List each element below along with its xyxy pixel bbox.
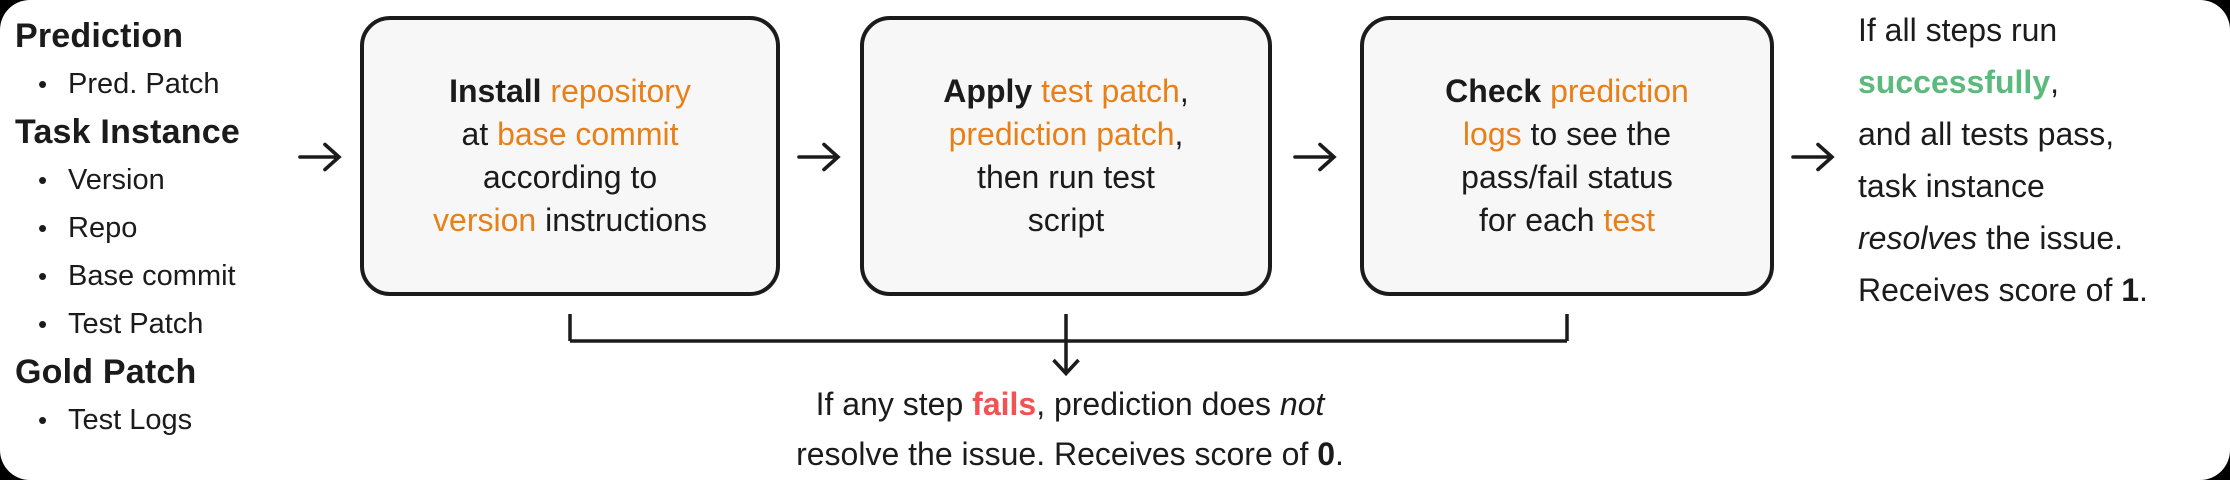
legend-heading-prediction: Prediction xyxy=(15,17,184,55)
legend-item-label: Pred. Patch xyxy=(68,68,220,100)
legend-heading-task-instance: Task Instance xyxy=(15,113,240,151)
note-text-emphasis: not xyxy=(1279,386,1325,422)
note-text: the issue. xyxy=(1977,220,2124,256)
success-note-line: and all tests pass, xyxy=(1858,108,2148,160)
step-box-apply: Apply test patch, prediction patch, then… xyxy=(860,16,1272,296)
bullet-icon: • xyxy=(38,309,48,339)
step-text-highlight: version xyxy=(433,202,537,238)
step-text-line: pass/fail status xyxy=(1461,156,1673,199)
legend-item-label: Repo xyxy=(68,212,138,244)
step-text-highlight: prediction patch xyxy=(948,116,1175,152)
legend-item-repo: • Repo xyxy=(15,204,240,252)
success-note-line: successfully, xyxy=(1858,56,2148,108)
bullet-icon: • xyxy=(38,213,48,243)
legend-item-pred-patch: • Pred. Patch xyxy=(15,60,240,108)
step-text-line: Apply test patch, xyxy=(943,70,1188,113)
note-text-emphasis: resolves xyxy=(1858,220,1978,256)
step-text-line: Install repository xyxy=(449,70,691,113)
note-text: , prediction does xyxy=(1036,386,1280,422)
legend-item-label: Test Logs xyxy=(68,404,193,436)
step-box-check: Check prediction logs to see the pass/fa… xyxy=(1360,16,1774,296)
step-text: to see the xyxy=(1521,116,1672,152)
arrow-right-icon xyxy=(1293,138,1339,176)
success-note: If all steps run successfully, and all t… xyxy=(1858,4,2148,316)
step-text-line: prediction patch, xyxy=(949,113,1184,156)
note-text: If all steps run xyxy=(1858,12,2058,48)
note-text: . xyxy=(2139,272,2148,308)
step-text-line: version instructions xyxy=(433,199,707,242)
step-text-highlight: prediction xyxy=(1550,73,1689,109)
step-text-line: script xyxy=(1028,199,1104,242)
arrow-right-icon xyxy=(797,138,843,176)
bullet-icon: • xyxy=(38,261,48,291)
fail-note-line: resolve the issue. Receives score of 0. xyxy=(570,429,1570,479)
step-text-line: for each test xyxy=(1479,199,1655,242)
step-text-line: logs to see the xyxy=(1463,113,1671,156)
note-text-score: 0 xyxy=(1317,436,1336,472)
note-text: resolve the issue. Receives score of xyxy=(796,436,1318,472)
success-note-line: resolves the issue. xyxy=(1858,212,2148,264)
legend-item-version: • Version xyxy=(15,156,240,204)
fail-note-line: If any step fails, prediction does not xyxy=(570,379,1570,429)
bullet-icon: • xyxy=(38,405,48,435)
legend-heading-gold-patch: Gold Patch xyxy=(15,353,197,391)
legend-item-label: Test Patch xyxy=(68,308,204,340)
success-note-line: If all steps run xyxy=(1858,4,2148,56)
note-text: Receives score of xyxy=(1858,272,2122,308)
step-text: at xyxy=(461,116,498,152)
note-text: task instance xyxy=(1858,168,2045,204)
note-text: and all tests pass, xyxy=(1858,116,2115,152)
step-text: Check xyxy=(1445,73,1551,109)
fail-note: If any step fails, prediction does not r… xyxy=(570,379,1570,479)
step-text: then run test xyxy=(977,159,1155,195)
step-text-highlight: test xyxy=(1603,202,1656,238)
input-legend: Prediction • Pred. Patch Task Instance • V… xyxy=(15,12,240,444)
success-note-line: Receives score of 1. xyxy=(1858,264,2148,316)
step-text-highlight: logs xyxy=(1462,116,1522,152)
bullet-icon: • xyxy=(38,69,48,99)
step-text: pass/fail status xyxy=(1461,159,1673,195)
note-text: , xyxy=(2050,64,2059,100)
step-text: Install xyxy=(449,73,551,109)
note-text-score: 1 xyxy=(2121,272,2140,308)
step-text-line: Check prediction xyxy=(1445,70,1689,113)
step-text: Apply xyxy=(943,73,1042,109)
step-box-install: Install repository at base commit accord… xyxy=(360,16,780,296)
step-text-line: at base commit xyxy=(462,113,679,156)
step-text: script xyxy=(1027,202,1105,238)
step-text-highlight: test patch xyxy=(1041,73,1180,109)
step-text-highlight: base commit xyxy=(497,116,679,152)
step-text: , xyxy=(1179,73,1189,109)
success-note-line: task instance xyxy=(1858,160,2148,212)
step-text-line: then run test xyxy=(977,156,1155,199)
step-text-highlight: repository xyxy=(550,73,691,109)
step-text: according to xyxy=(482,159,658,195)
note-text: If any step xyxy=(815,386,973,422)
legend-item-test-patch: • Test Patch xyxy=(15,300,240,348)
step-text: instructions xyxy=(536,202,707,238)
bullet-icon: • xyxy=(38,165,48,195)
note-text-success: successfully xyxy=(1858,64,2051,100)
legend-item-test-logs: • Test Logs xyxy=(15,396,240,444)
arrow-right-icon xyxy=(298,138,344,176)
note-text-fail: fails xyxy=(972,386,1037,422)
note-text: . xyxy=(1335,436,1344,472)
legend-item-base-commit: • Base commit xyxy=(15,252,240,300)
legend-item-label: Base commit xyxy=(68,260,236,292)
legend-item-label: Version xyxy=(68,164,165,196)
step-text: for each xyxy=(1478,202,1604,238)
arrow-right-icon xyxy=(1791,138,1837,176)
step-text: , xyxy=(1174,116,1184,152)
step-text-line: according to xyxy=(483,156,657,199)
